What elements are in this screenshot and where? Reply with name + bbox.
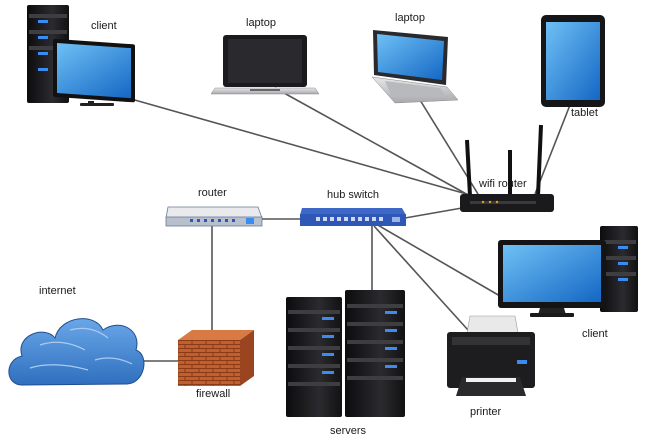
server-rack-icon <box>286 290 405 417</box>
laptop-1-icon <box>210 35 320 95</box>
client-top-icon <box>27 5 135 106</box>
edge-wifi-switch <box>404 207 463 219</box>
brick-wall-icon <box>178 330 254 386</box>
tablet-label: tablet <box>571 107 598 119</box>
wifi-router-label: wifi router <box>479 178 527 190</box>
edge-switch-client-bottom <box>375 223 501 297</box>
printer-icon <box>447 315 535 396</box>
laptop-2-label: laptop <box>395 12 425 24</box>
printer-label: printer <box>470 406 502 418</box>
router-icon <box>165 206 263 227</box>
client-bottom-icon <box>498 226 638 317</box>
servers-label: servers <box>330 425 367 437</box>
laptop-2-icon <box>371 30 459 104</box>
edge-client-top-wifi <box>109 92 471 196</box>
router-label: router <box>198 187 227 199</box>
client-top-label: client <box>91 20 117 32</box>
cloud-icon <box>8 318 145 386</box>
laptop-1-label: laptop <box>246 17 276 29</box>
tablet-icon <box>541 15 605 107</box>
edge-tablet-wifi <box>534 104 571 195</box>
firewall-label: firewall <box>196 388 231 400</box>
client-bottom-label: client <box>582 328 608 340</box>
connection-lines <box>109 87 571 362</box>
network-switch-icon <box>300 208 406 226</box>
edge-laptop1-wifi <box>274 87 471 197</box>
edge-switch-printer <box>373 225 469 331</box>
wifi-router-icon <box>460 124 554 212</box>
hub-switch-label: hub switch <box>327 189 379 201</box>
internet-label: internet <box>39 285 76 297</box>
